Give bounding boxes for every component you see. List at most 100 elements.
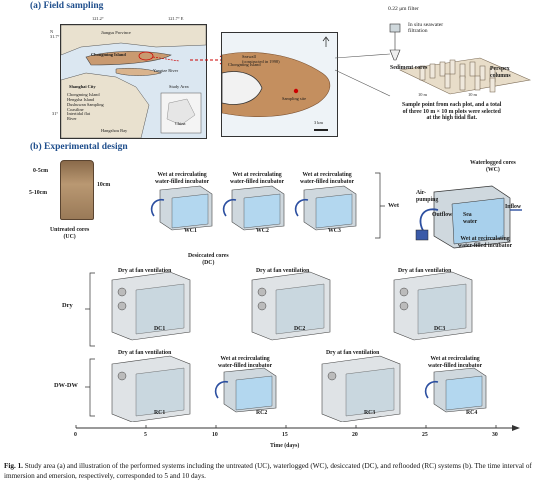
sampling-note: Sample point from each plot, and a total… xyxy=(402,102,502,122)
wet-label-1: Wet at recirculating water-filled incuba… xyxy=(155,172,210,185)
dim-b: 10 m xyxy=(468,92,477,97)
wc-air: Air- pumping xyxy=(416,190,439,203)
unit-wc3: WC3 xyxy=(328,228,341,234)
sediment-cores-label: Sediment cores xyxy=(390,65,428,71)
incubator-wc2 xyxy=(222,185,285,231)
dwdw-label-1: Dry at fan ventilation xyxy=(118,350,172,356)
inset-seawall: Seawall (constructed in 1998) xyxy=(242,54,280,64)
dwdw-devices xyxy=(111,355,487,423)
inset-scale: 3 km xyxy=(314,120,323,125)
legend-item: Coastline xyxy=(67,106,84,112)
map-label-shanghai: Shanghai City xyxy=(69,84,96,89)
filter-icon xyxy=(389,23,401,33)
unit-dc1: DC1 xyxy=(154,326,166,332)
core-name: Untreated cores (UC) xyxy=(50,227,90,240)
dry-bracket xyxy=(85,272,95,347)
unit-rc2: RC2 xyxy=(256,410,268,416)
map-label-chongming: Chongming Island xyxy=(91,52,126,57)
device-rc3 xyxy=(321,355,401,423)
legend-item: River xyxy=(67,116,77,122)
dry-units xyxy=(108,262,548,342)
map-label-jiangsu: Jiangsu Province xyxy=(101,30,131,35)
map-label-study-area: Study Area xyxy=(169,84,189,89)
unit-dc3: DC3 xyxy=(434,326,446,332)
unit-rc1: RC1 xyxy=(154,410,166,416)
oven-dc1 xyxy=(111,271,191,341)
tick-10: 10 xyxy=(212,432,218,438)
legend-item: Chongming Island xyxy=(67,92,100,97)
time-axis: 0 5 10 15 20 25 30 Time (days) xyxy=(74,424,522,452)
wc-incubator-label: Wet at recirculating water-filled incuba… xyxy=(458,236,513,249)
wc-detail-title: Waterlogged cores (WC) xyxy=(470,160,516,173)
regional-map: Jiangsu Province Chongming Island Yangtz… xyxy=(60,24,207,139)
wc-water: Sea water xyxy=(463,212,478,225)
legend-item: Intertidal flat xyxy=(67,111,91,117)
tick-0: 0 xyxy=(74,432,77,438)
lon-tick-1: 121.2° xyxy=(92,16,104,21)
dc-label: Desiccated cores (DC) xyxy=(188,253,229,266)
wc-inflow: Inflow xyxy=(505,204,522,210)
dwdw-bracket xyxy=(85,358,95,417)
map-drawing xyxy=(60,24,207,139)
figure-caption: Fig. 1. Study area (a) and illustration … xyxy=(4,462,550,481)
unit-wc2: WC2 xyxy=(256,228,269,234)
dry-label-2: Dry at fan ventilation xyxy=(256,268,310,274)
dry-ovens xyxy=(111,271,473,341)
perspex-label: Perspex columns xyxy=(490,66,511,79)
wc-detail-drawing xyxy=(415,185,522,249)
map-legend: Chongming Island Hengsha Island Dushuwan… xyxy=(67,92,104,122)
inset-drawing xyxy=(221,36,331,131)
core-depth-1: 0-5cm xyxy=(33,168,49,174)
unit-dc2: DC2 xyxy=(294,326,306,332)
oven-dc2 xyxy=(251,271,331,341)
inset-sampling: Sampling site xyxy=(282,96,307,101)
dwdw-row-label: DW-DW xyxy=(54,382,78,389)
inset-map: Seawall (constructed in 1998) Chongming … xyxy=(221,32,338,137)
inset-island: Chongming Island xyxy=(228,62,261,67)
wet-label-2: Wet at recirculating water-filled incuba… xyxy=(230,172,285,185)
caption-lead: Fig. 1. xyxy=(4,462,23,470)
tick-5: 5 xyxy=(144,432,147,438)
section-a-title: (a) Field sampling xyxy=(30,1,104,11)
core-depth-2: 5-10cm xyxy=(29,190,48,196)
dry-label-3: Dry at fan ventilation xyxy=(398,268,452,274)
map-label-china: China xyxy=(175,121,186,126)
tick-25: 25 xyxy=(422,432,428,438)
dry-label-1: Dry at fan ventilation xyxy=(118,268,172,274)
filtration-label: In situ seawater filtration xyxy=(408,22,444,35)
sediment-core xyxy=(60,160,94,220)
wet-bracket xyxy=(375,172,385,239)
tick-20: 20 xyxy=(352,432,358,438)
core-length: 10cm xyxy=(97,182,111,188)
lon-tick-2: 121.7° E xyxy=(168,16,184,21)
map-label-hangzhou: Hangzhou Bay xyxy=(101,128,128,133)
unit-wc1: WC1 xyxy=(184,228,197,234)
wet-label-3: Wet at recirculating water-filled incuba… xyxy=(300,172,355,185)
wet-units xyxy=(150,168,370,238)
legend-item: Dushuwan Sampling xyxy=(67,101,104,107)
dim-a: 10 m xyxy=(418,92,427,97)
caption-text: Study area (a) and illustration of the p… xyxy=(4,462,532,480)
dry-row-label: Dry xyxy=(62,302,73,309)
device-rc4 xyxy=(424,367,487,413)
filter-label: 0.22 μm filter xyxy=(388,6,419,12)
legend-item: Hengsha Island xyxy=(67,96,95,102)
dwdw-label-4: Wet at recirculating water-filled incuba… xyxy=(428,356,483,369)
dwdw-units xyxy=(108,346,548,423)
axis-label: Time (days) xyxy=(270,443,300,449)
dwdw-label-2: Wet at recirculating water-filled incuba… xyxy=(218,356,273,369)
lat-tick-1: N 31.7° xyxy=(50,29,60,39)
wc-outflow: Outflow xyxy=(432,212,453,218)
sampling-diagram xyxy=(334,23,532,97)
incubator-wc1 xyxy=(150,185,213,231)
time-axis-line xyxy=(75,425,520,431)
incubator-wc3 xyxy=(294,185,357,231)
oven-dc3 xyxy=(393,271,473,341)
tick-30: 30 xyxy=(492,432,498,438)
map-label-yangtze: Yangtze River xyxy=(153,68,179,73)
device-rc1 xyxy=(111,355,191,423)
unit-rc3: RC3 xyxy=(364,410,376,416)
lat-tick-2: 31° xyxy=(52,111,59,116)
wet-row-label: Wet xyxy=(388,202,400,209)
device-rc2 xyxy=(214,367,277,413)
